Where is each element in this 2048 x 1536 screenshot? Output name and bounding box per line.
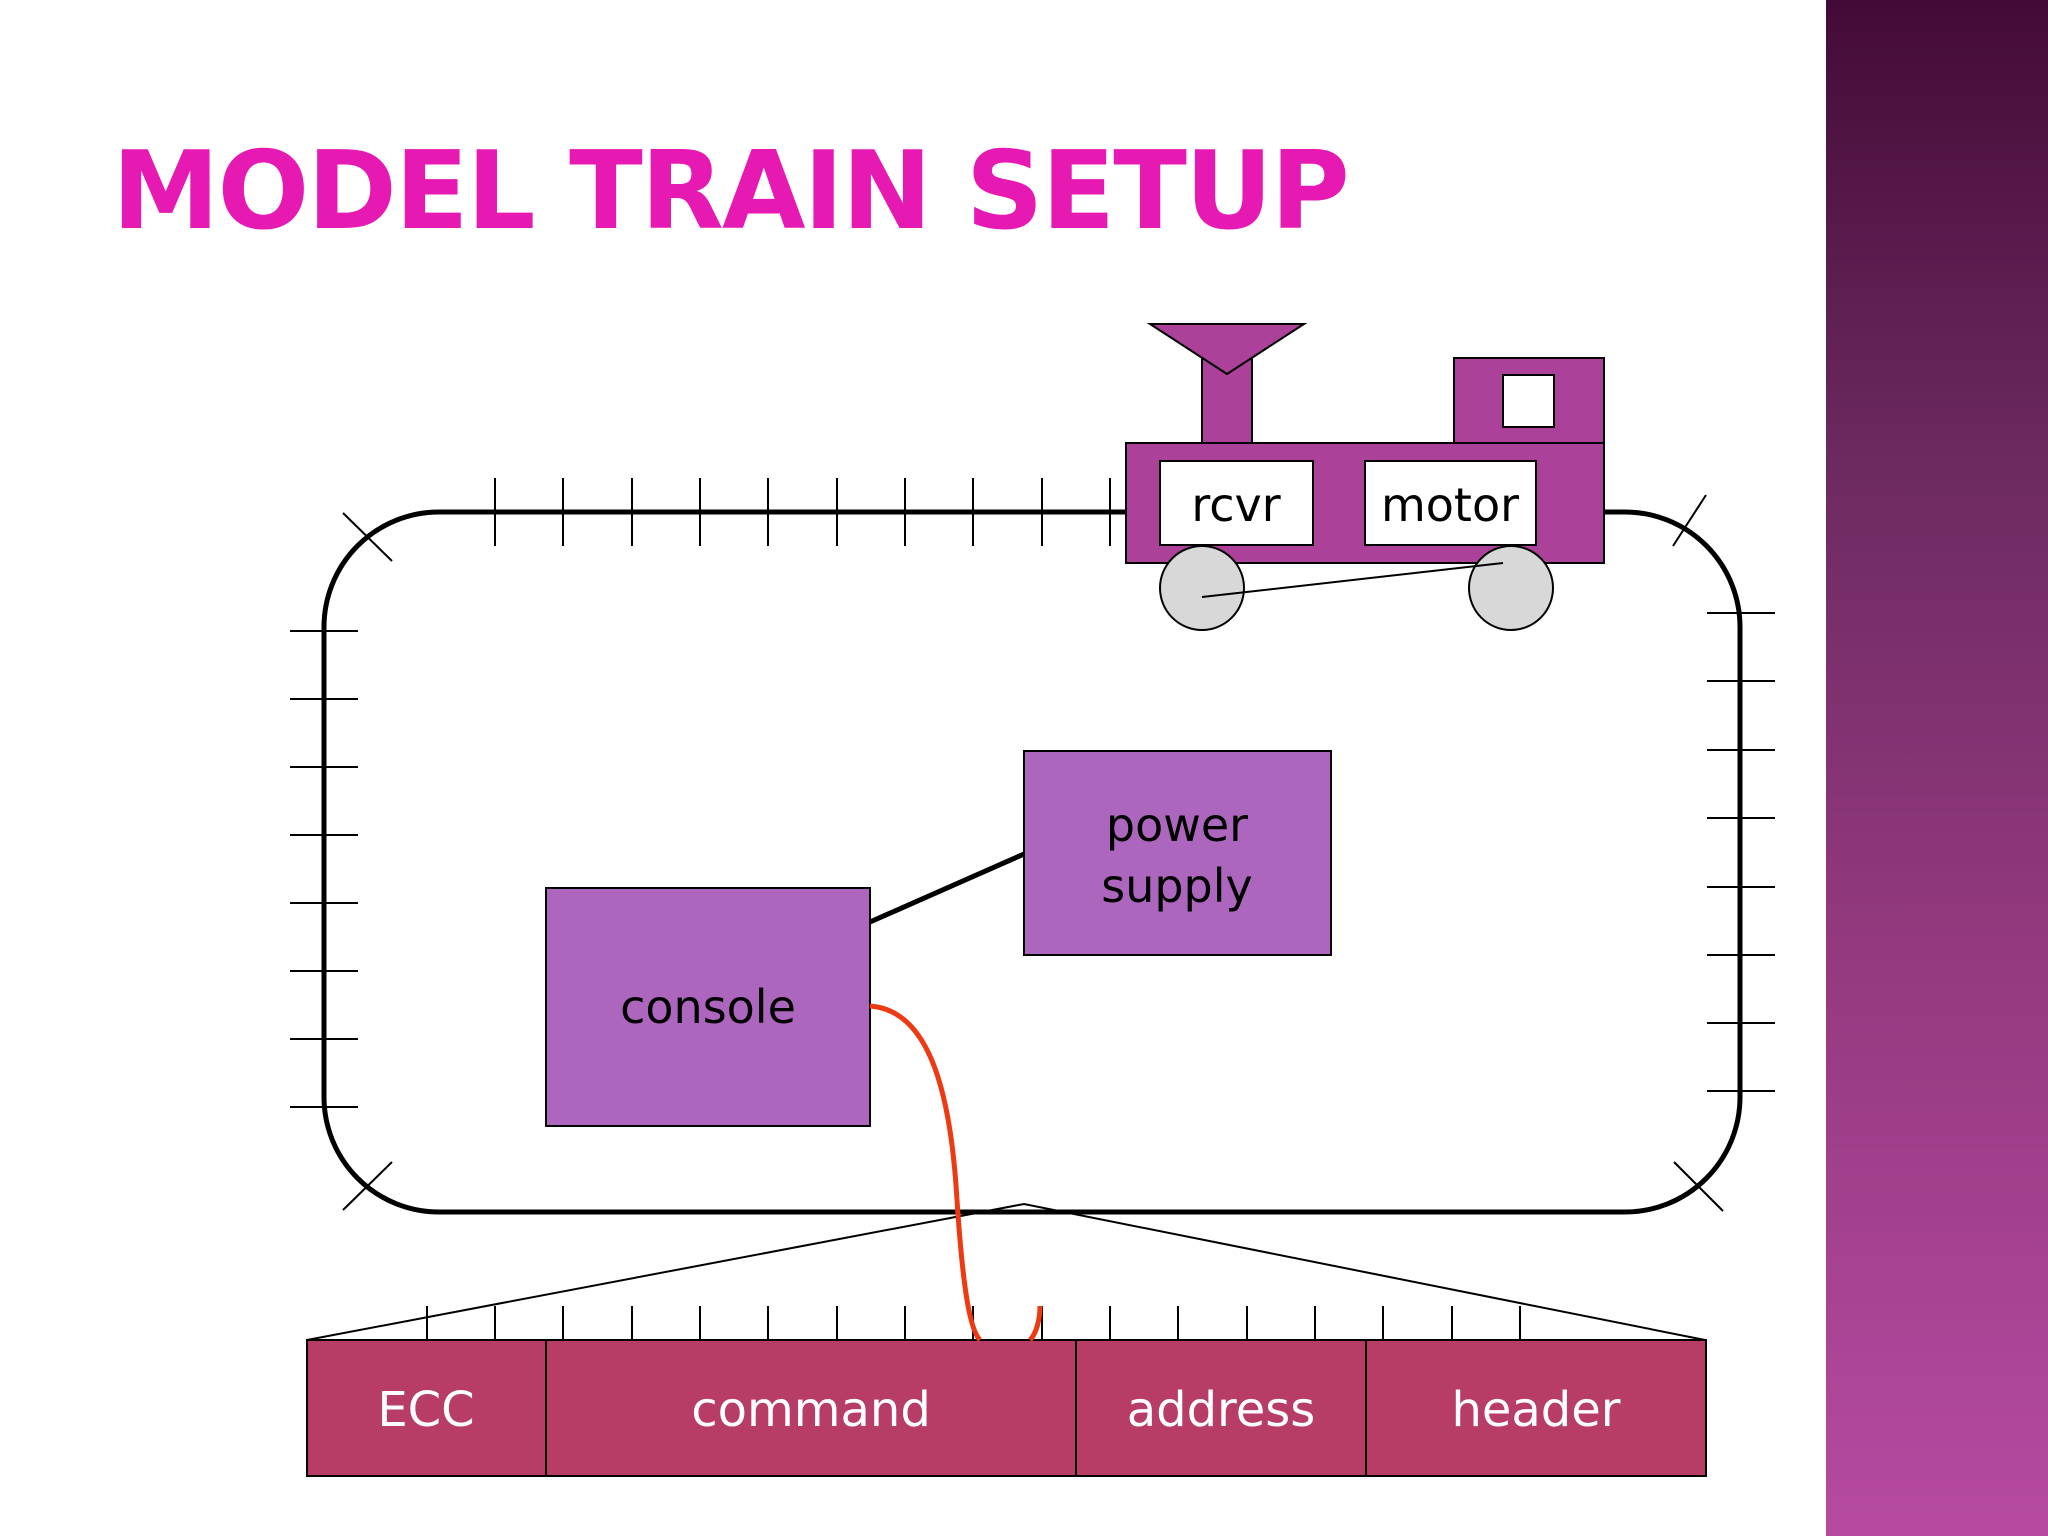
track-ties-right	[1707, 612, 1775, 1092]
front-wheel	[1159, 545, 1245, 631]
track-ties-top	[494, 478, 1111, 546]
side-decoration-bar	[1826, 0, 2048, 1536]
receiver-label: rcvr	[1191, 478, 1280, 532]
train: rcvr motor	[1125, 323, 1605, 631]
power-supply: power supply	[1023, 750, 1332, 956]
console-label: console	[620, 980, 796, 1034]
rear-wheel	[1468, 545, 1554, 631]
packet-field-address-label: address	[1127, 1382, 1316, 1438]
smokestack-funnel	[1146, 323, 1308, 376]
power-supply-label-line2: supply	[1101, 859, 1253, 913]
packet-field-command-label: command	[691, 1382, 931, 1438]
track-ties-left	[290, 630, 358, 1108]
power-supply-box	[1023, 750, 1332, 956]
motor-box	[1364, 460, 1537, 546]
console-track-wire	[869, 1003, 1043, 1342]
console-box	[545, 887, 871, 1127]
wheel-connecting-rod	[1201, 562, 1504, 598]
track-ties-corners	[342, 494, 1724, 1212]
power-supply-label-line1: power	[1106, 798, 1248, 852]
track-loop	[321, 509, 1743, 1215]
packet-expansion-lines	[306, 1202, 1706, 1341]
packet-field-ecc	[306, 1339, 547, 1477]
track	[290, 478, 1775, 1340]
motor-label: motor	[1381, 478, 1519, 532]
packet-field-header	[1365, 1339, 1707, 1477]
packet-field-ecc-label: ECC	[377, 1382, 474, 1438]
packet-field-address	[1075, 1339, 1367, 1477]
cab-window	[1502, 374, 1555, 428]
packet-format: ECC command address header	[306, 1339, 1707, 1477]
receiver-box	[1159, 460, 1314, 546]
power-cable	[868, 851, 1026, 925]
packet-field-command	[545, 1339, 1077, 1477]
packet-field-header-label: header	[1451, 1382, 1620, 1438]
console: console	[545, 887, 871, 1127]
slide-title: MODEL TRAIN SETUP	[112, 129, 1350, 254]
